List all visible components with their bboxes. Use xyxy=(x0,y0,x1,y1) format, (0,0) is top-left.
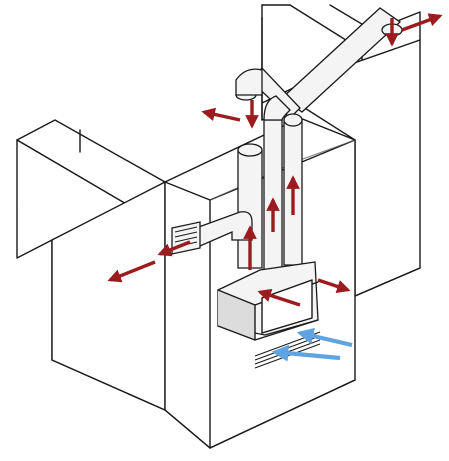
outlet-left-top-arrow xyxy=(201,107,241,122)
front-grille-out-right-arrow xyxy=(317,278,351,294)
warm-air-arrows xyxy=(107,13,443,307)
front-grille-out-left-arrow xyxy=(257,288,301,307)
cold-air-inlet-lower-arrow xyxy=(271,344,341,362)
exhaust-out-top-right-arrow xyxy=(401,13,443,32)
fresh-air-arrows xyxy=(271,327,353,362)
left-wall xyxy=(16,139,166,411)
vent-out-left-wall-arrow xyxy=(157,240,191,257)
vent-out-front-arrow xyxy=(107,260,156,283)
cold-air-inlet-upper-arrow xyxy=(296,327,353,348)
